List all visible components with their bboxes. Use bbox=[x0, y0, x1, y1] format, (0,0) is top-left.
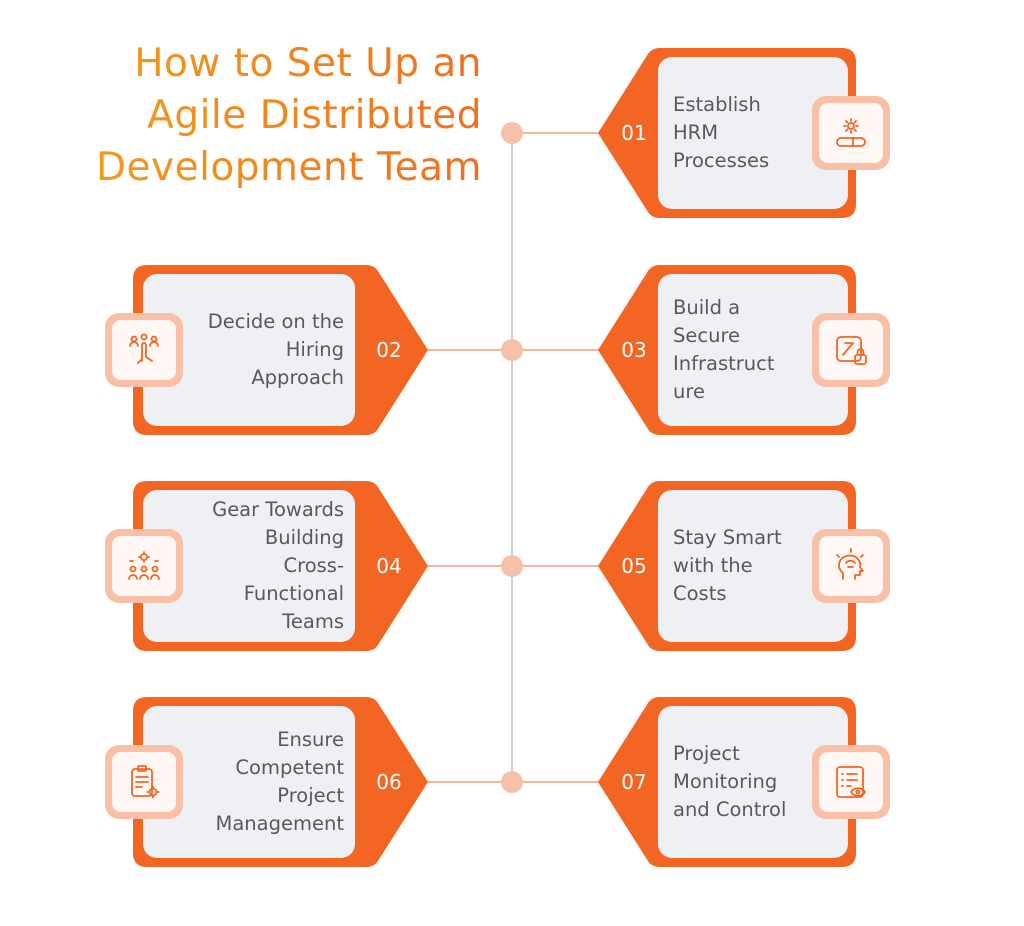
title-line: Development Team bbox=[95, 145, 482, 190]
step-label: Project Monitoring and Control bbox=[673, 742, 787, 821]
step-number: 02 bbox=[376, 338, 402, 362]
connector-line bbox=[424, 781, 512, 783]
secure-lock-icon bbox=[836, 336, 867, 365]
step-number: 01 bbox=[621, 121, 647, 145]
timeline-dot bbox=[501, 771, 523, 793]
icon-box bbox=[105, 529, 183, 603]
team-gear-icon bbox=[128, 551, 160, 580]
step-label: Decide on the Hiring Approach bbox=[207, 310, 344, 389]
title-line: Agile Distributed bbox=[147, 93, 482, 138]
gear-toggle-icon bbox=[836, 118, 866, 147]
step-number: 04 bbox=[376, 554, 402, 578]
timeline-dot bbox=[501, 339, 523, 361]
icon-box bbox=[105, 313, 183, 387]
step-card-04: 04 Gear Towards Building Cross- Functiona… bbox=[105, 481, 428, 651]
checklist-eye-icon bbox=[836, 766, 866, 798]
title-line: How to Set Up an bbox=[134, 41, 482, 86]
people-select-icon bbox=[129, 333, 159, 364]
icon-box bbox=[812, 745, 890, 819]
icon-box bbox=[105, 745, 183, 819]
step-label: Build a Secure Infrastruct ure bbox=[673, 296, 775, 403]
step-number: 07 bbox=[621, 770, 647, 794]
step-card-02: 02 Decide on the Hiring Approach bbox=[105, 265, 428, 435]
step-card-05: 05 Stay Smart with the Costs bbox=[598, 481, 890, 651]
connector-line bbox=[424, 349, 512, 351]
connector-line bbox=[424, 565, 512, 567]
step-number: 05 bbox=[621, 554, 647, 578]
step-card-07: 07 Project Monitoring and Control bbox=[598, 697, 890, 867]
step-label: Gear Towards Building Cross- Functional … bbox=[212, 498, 344, 633]
clipboard-gear-icon bbox=[131, 765, 160, 799]
timeline-dot bbox=[501, 122, 523, 144]
connector-line bbox=[512, 132, 602, 134]
step-label: Ensure Competent Project Management bbox=[215, 728, 344, 835]
connector-line bbox=[512, 349, 602, 351]
brain-head-icon bbox=[836, 548, 864, 580]
step-card-06: 06 Ensure Competent Project Management bbox=[105, 697, 428, 867]
timeline-line bbox=[511, 133, 513, 783]
icon-box bbox=[812, 96, 890, 170]
icon-box bbox=[812, 313, 890, 387]
step-card-03: 03 Build a Secure Infrastruct ure bbox=[598, 265, 890, 435]
step-label: Establish HRM Processes bbox=[673, 93, 770, 172]
step-number: 03 bbox=[621, 338, 647, 362]
connector-line bbox=[512, 781, 602, 783]
icon-box bbox=[812, 529, 890, 603]
connector-line bbox=[512, 565, 602, 567]
step-number: 06 bbox=[376, 770, 402, 794]
step-card-01: 01 Establish HRM Processes bbox=[598, 48, 890, 218]
timeline-dot bbox=[501, 555, 523, 577]
step-label: Stay Smart with the Costs bbox=[673, 526, 782, 605]
page-title: How to Set Up an Agile Distributed Devel… bbox=[96, 38, 482, 194]
